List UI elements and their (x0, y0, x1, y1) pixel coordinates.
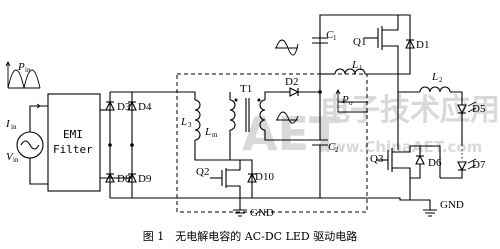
watermark-url: www.ChinaAET.com (318, 138, 482, 156)
label-q1: Q1 (353, 36, 366, 48)
label-d2: D2 (285, 76, 298, 88)
label-l3-sub: 3 (188, 121, 192, 129)
label-gnd-2: GND (440, 199, 464, 211)
label-d7: D7 (472, 159, 486, 171)
label-c1-sub: 1 (333, 34, 337, 42)
label-c2-sub: 2 (335, 146, 339, 154)
label-d8: D8 (117, 173, 131, 185)
emi-filter-label-2: Filter (53, 143, 93, 156)
watermark: AET 电子技术应用 www.ChinaAET.com (242, 93, 500, 161)
label-po: P (341, 94, 349, 106)
label-pin-sub: in (25, 66, 31, 74)
label-d9: D9 (138, 173, 152, 185)
diode-d2 (276, 87, 320, 124)
emi-filter-box (47, 93, 101, 192)
label-pin: P (17, 61, 25, 73)
inductor-l3 (162, 91, 212, 161)
label-l2-sub: 2 (439, 76, 443, 84)
transformer-t1 (229, 91, 320, 160)
label-d4: D4 (138, 101, 152, 113)
label-l3: L (180, 116, 187, 128)
mosfet-q3 (320, 92, 441, 206)
emi-filter-label-1: EMI (63, 128, 83, 141)
label-vin-sub: in (13, 156, 19, 164)
label-po-sub: o (349, 99, 353, 107)
output-power-waveform (335, 88, 368, 113)
label-q2: Q2 (196, 166, 209, 178)
bridge-rectifier (100, 91, 162, 199)
ground-1 (233, 206, 247, 217)
label-t1: T1 (240, 83, 252, 95)
watermark-logo: AET (242, 107, 341, 161)
label-lm: L (204, 126, 211, 138)
input-power-waveform (5, 60, 41, 89)
led-string (440, 101, 477, 179)
label-iin-sub: in (11, 123, 17, 131)
label-d5: D5 (472, 103, 486, 115)
label-iin: I (5, 118, 11, 130)
label-l1: L (351, 59, 358, 71)
inductor-l2 (419, 86, 463, 105)
label-vin: V (6, 151, 14, 163)
label-c2: C (328, 141, 336, 153)
label-c1: C (326, 29, 334, 41)
ground-2 (423, 206, 437, 217)
pfc-stage-boundary (176, 73, 368, 213)
label-d3: D3 (117, 101, 131, 113)
ac-source (16, 103, 48, 185)
label-lm-sub: m (212, 131, 218, 139)
label-d1: D1 (416, 39, 429, 51)
label-l2: L (431, 71, 438, 83)
label-l1-sub: 1 (359, 64, 363, 72)
label-d6: D6 (428, 157, 442, 169)
label-d10: D10 (255, 171, 274, 183)
label-q3: Q3 (370, 153, 384, 165)
label-gnd-1: GND (250, 207, 274, 219)
figure-caption: 图 1 无电解电容的 AC-DC LED 驱动电路 (143, 229, 357, 243)
